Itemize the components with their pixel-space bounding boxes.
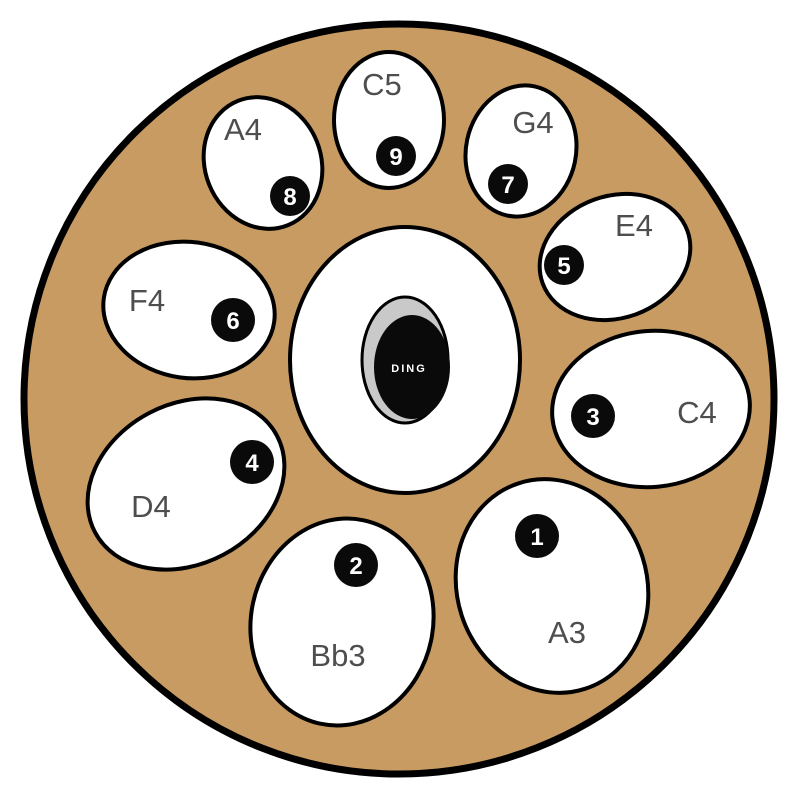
ding-center [374, 315, 450, 419]
tone-field-shape [550, 328, 752, 490]
number-label: 8 [283, 184, 296, 211]
number-label: 4 [245, 450, 259, 477]
number-marker [544, 245, 584, 285]
note-label: C5 [362, 67, 402, 102]
note-label: G4 [512, 105, 553, 140]
tone-field-shape [332, 50, 446, 190]
number-marker [515, 514, 559, 558]
note-label: C4 [677, 395, 717, 430]
number-marker [334, 543, 378, 587]
note-label: E4 [615, 208, 653, 243]
number-label: 3 [586, 404, 599, 431]
number-label: 6 [226, 308, 239, 335]
tone-field-e4[interactable]: 5 E4 [522, 173, 708, 340]
tone-field-f4[interactable]: 6 F4 [94, 231, 283, 390]
tone-field-shape [101, 239, 277, 381]
tone-field-shape [453, 477, 651, 695]
number-marker [488, 164, 528, 204]
note-label: A4 [224, 112, 262, 147]
tone-field-c5[interactable]: 9 C5 [332, 50, 446, 190]
tone-field-d4[interactable]: 4 D4 [57, 365, 314, 603]
note-label: F4 [129, 283, 165, 318]
tone-field-a4[interactable]: 8 A4 [184, 79, 342, 247]
tone-field-shape [248, 516, 436, 728]
note-label: D4 [131, 489, 171, 524]
ding-tone-field[interactable]: DING [288, 225, 522, 495]
number-label: 2 [349, 553, 362, 580]
number-marker [571, 394, 615, 438]
number-label: 5 [557, 253, 570, 280]
number-label: 9 [389, 144, 402, 171]
note-label: A3 [548, 615, 586, 650]
number-marker [376, 136, 416, 176]
number-label: 7 [501, 172, 514, 199]
number-marker [270, 176, 310, 216]
ding-label: DING [391, 363, 427, 375]
tone-field-c4[interactable]: 3 C4 [546, 323, 757, 496]
number-marker [211, 298, 255, 342]
tone-field-g4[interactable]: 7 G4 [453, 75, 588, 227]
note-label: Bb3 [310, 638, 365, 673]
tone-field-bb3[interactable]: 2 Bb3 [231, 501, 452, 742]
number-marker [230, 440, 274, 484]
tone-field-a3[interactable]: 1 A3 [428, 454, 675, 718]
tone-field-shape [85, 396, 287, 572]
number-label: 1 [530, 524, 543, 551]
tone-field-shape [537, 191, 693, 323]
